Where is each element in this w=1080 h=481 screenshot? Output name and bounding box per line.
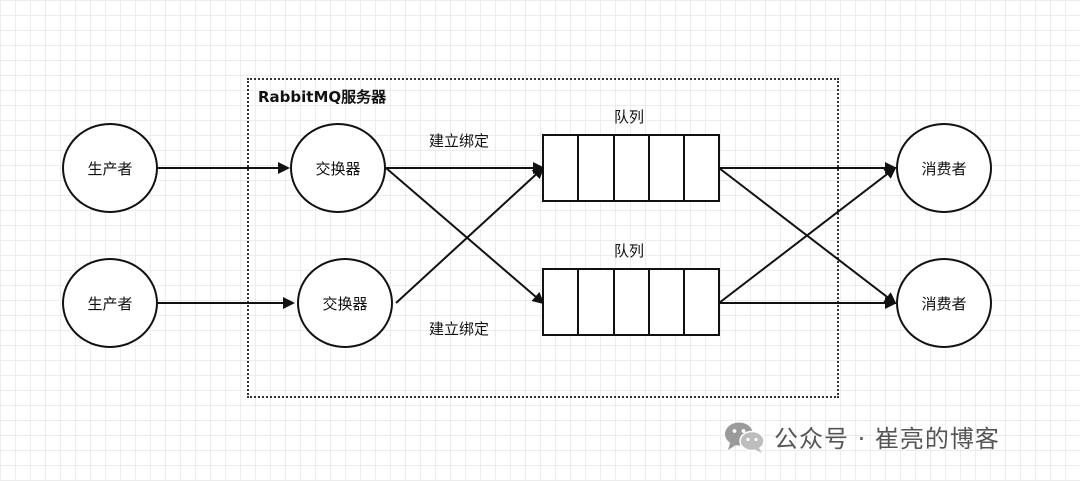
arrow-exchange2-queue1 — [395, 166, 545, 304]
exchange-label: 交换器 — [322, 294, 368, 313]
rabbitmq-server-box — [247, 78, 839, 398]
watermark-text: 公众号 · 崔亮的博客 — [774, 425, 1000, 453]
consumer-label: 消费者 — [921, 159, 967, 178]
consumer-label: 消费者 — [921, 294, 967, 313]
exchange-label: 交换器 — [315, 159, 361, 178]
wechat-icon — [725, 422, 765, 453]
exchange-node-2: 交换器 — [297, 258, 393, 348]
watermark: 公众号 · 崔亮的博客 — [724, 419, 1000, 454]
binding-label-2: 建立绑定 — [429, 320, 490, 338]
binding-label-1: 建立绑定 — [429, 132, 490, 150]
queue-2 — [542, 268, 720, 336]
producer-node-1: 生产者 — [62, 123, 158, 213]
arrow-queue2-consumer1 — [718, 166, 897, 304]
consumer-node-1: 消费者 — [896, 123, 992, 213]
arrow-exchange1-queue2 — [385, 167, 545, 305]
producer-label: 生产者 — [87, 159, 133, 178]
queue-label-2: 队列 — [614, 242, 645, 260]
queue-label-1: 队列 — [614, 108, 645, 126]
consumer-node-2: 消费者 — [896, 258, 992, 348]
queue-1 — [542, 134, 720, 202]
producer-node-2: 生产者 — [62, 258, 158, 348]
producer-label: 生产者 — [87, 294, 133, 313]
exchange-node-1: 交换器 — [290, 123, 386, 213]
server-label: RabbitMQ服务器 — [258, 88, 387, 106]
